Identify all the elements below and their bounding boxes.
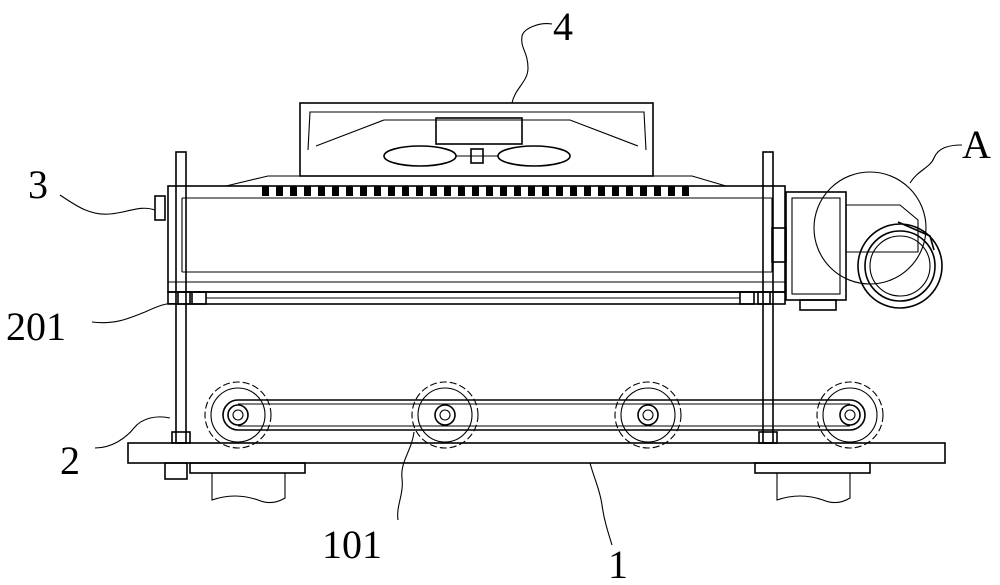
sprocket-3 [614, 381, 682, 449]
vent-slot [346, 186, 353, 196]
sprocket-2 [411, 381, 479, 449]
label-2: 2 [60, 438, 80, 483]
lift-bar [167, 291, 786, 305]
vent-slot [416, 186, 423, 196]
vent-slot [360, 186, 367, 196]
vent-slot [304, 186, 311, 196]
guide-columns [171, 151, 778, 444]
vent-slot [654, 186, 661, 196]
top-fan-box [299, 102, 654, 177]
leader-101 [397, 431, 415, 521]
base-plate [127, 442, 946, 504]
leader-2 [94, 416, 171, 449]
label-3: 3 [28, 162, 48, 207]
vent-slot [500, 186, 507, 196]
vent-slot [430, 186, 437, 196]
vent-slot [262, 186, 269, 196]
vent-slot [570, 186, 577, 196]
vent-slot [444, 186, 451, 196]
vent-slot [640, 186, 647, 196]
label-101: 101 [322, 522, 382, 567]
leader-4 [511, 23, 553, 104]
vent-slot [556, 186, 563, 196]
vent-slot [472, 186, 479, 196]
vent-slot [668, 186, 675, 196]
label-201: 201 [6, 304, 66, 349]
vent-slot [318, 186, 325, 196]
vent-slot [388, 186, 395, 196]
main-housing [154, 175, 786, 293]
vent-slot [514, 186, 521, 196]
vent-slot [584, 186, 591, 196]
sprocket-4 [816, 381, 884, 449]
vent-slot [626, 186, 633, 196]
vent-slot [598, 186, 605, 196]
label-4: 4 [553, 4, 573, 49]
vent-slot [276, 186, 283, 196]
leader-lines [59, 23, 963, 546]
vent-slot [374, 186, 381, 196]
vent-slots [262, 186, 689, 196]
vent-slot [682, 186, 689, 196]
vent-slot [542, 186, 549, 196]
vent-slot [458, 186, 465, 196]
leader-1 [589, 462, 613, 546]
leader-3 [59, 194, 156, 215]
vent-slot [290, 186, 297, 196]
vent-slot [528, 186, 535, 196]
vent-slot [332, 186, 339, 196]
reference-labels: 4 A 3 201 2 101 1 [6, 4, 991, 585]
vent-slot [402, 186, 409, 196]
leader-201 [91, 302, 177, 324]
vent-slot [612, 186, 619, 196]
conveyor-assembly [204, 381, 884, 449]
sprocket-1 [204, 381, 272, 449]
motor-assembly [771, 171, 943, 311]
label-a: A [962, 122, 991, 167]
vent-slot [486, 186, 493, 196]
label-1: 1 [608, 542, 628, 585]
leader-a [909, 144, 963, 184]
conveyor-belt [222, 399, 866, 431]
